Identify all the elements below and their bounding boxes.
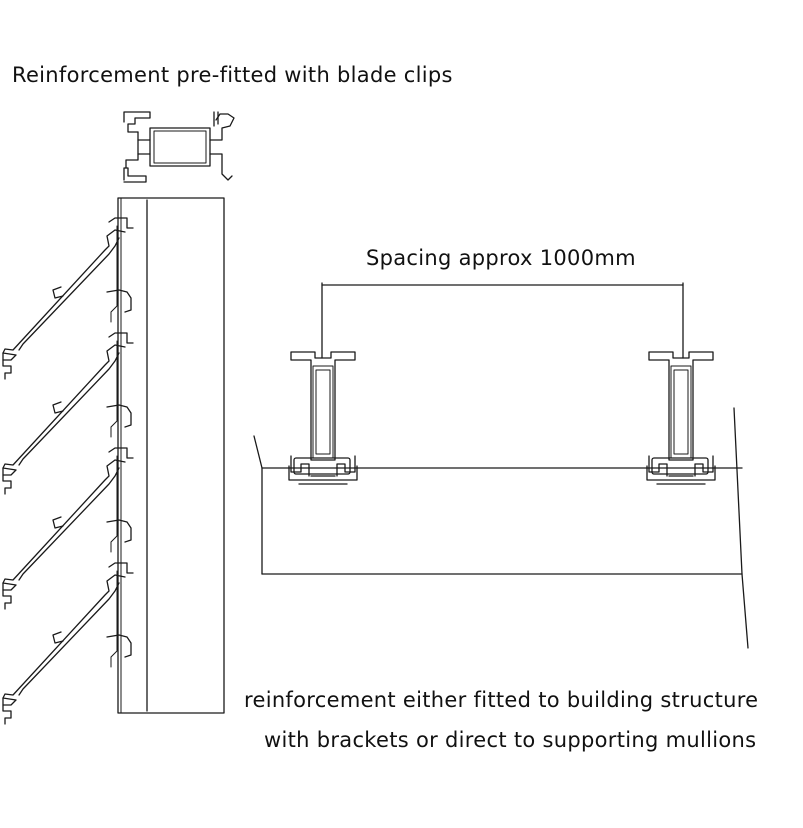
spacing-dimension-label: Spacing approx 1000mm: [366, 246, 636, 270]
top-caption: Reinforcement pre-fitted with blade clip…: [12, 63, 453, 87]
building-structure: [253, 407, 749, 649]
reinforcement-left: [288, 351, 358, 485]
reinforcement-section-detail: [123, 111, 235, 183]
spacing-dimension-line: [321, 282, 684, 359]
bottom-caption-line-2: with brackets or direct to supporting mu…: [264, 728, 757, 752]
louvre-blades: [2, 217, 134, 725]
bottom-caption-line-1: reinforcement either fitted to building …: [244, 688, 759, 712]
reinforcement-right: [646, 351, 716, 485]
mullion-elevation: [117, 197, 225, 714]
